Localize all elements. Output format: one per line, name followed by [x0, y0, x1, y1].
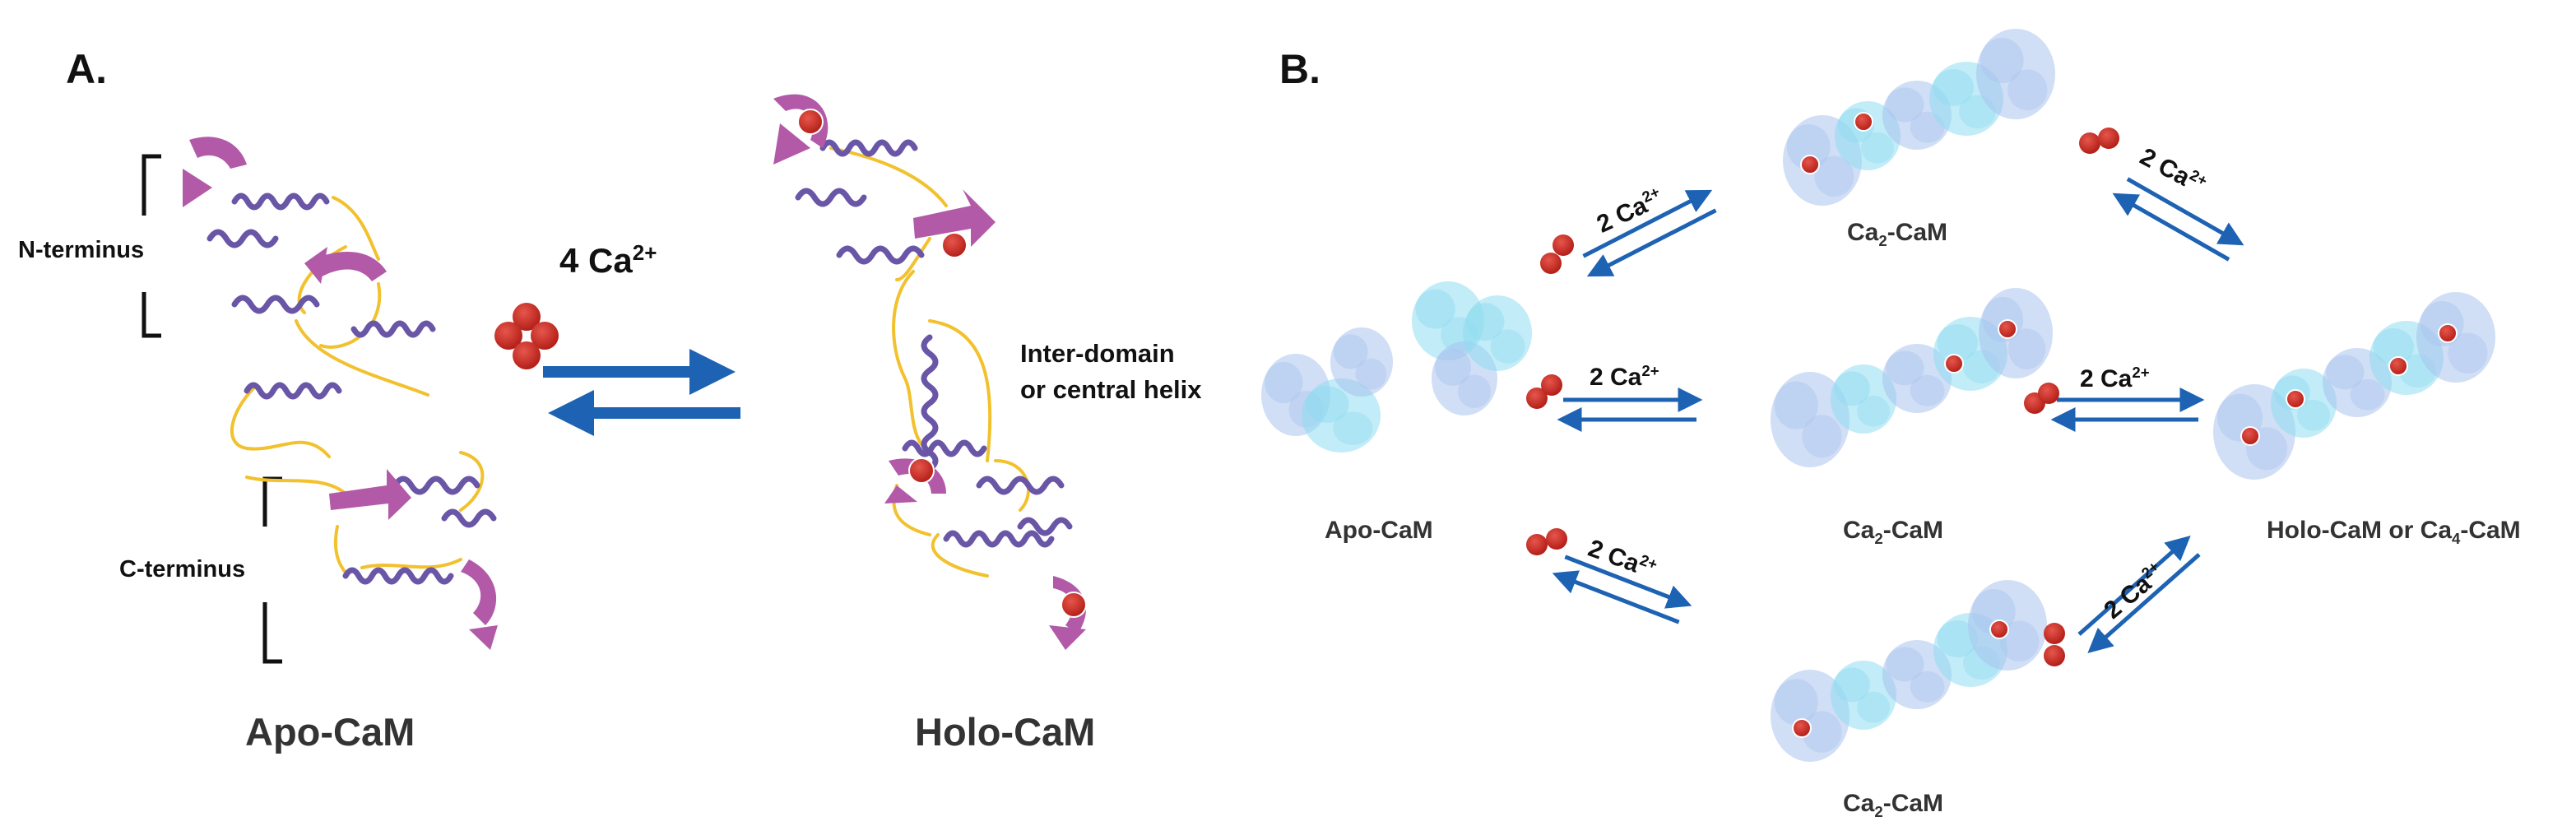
reverse-arrow: [1586, 208, 1717, 277]
calcium-ion: [2044, 645, 2065, 666]
four-calcium-label: 4 Ca2+: [559, 240, 657, 280]
bound-calcium: [2388, 356, 2408, 376]
bound-calcium: [1792, 718, 1812, 738]
ca2-cam-top: Ca2-CaM: [1847, 219, 1948, 249]
bound-calcium: [1854, 112, 1873, 132]
arrows-apo-to-ca2-top: [1582, 189, 1717, 277]
arrows-ca2-top-to-holo: [2112, 177, 2244, 262]
ca2-cam-middle: Ca2-CaM: [1843, 517, 1944, 547]
central-helix-line1: Inter-domain: [1020, 339, 1175, 368]
bound-calcium: [1989, 620, 2009, 639]
bound-calcium: [1944, 354, 1964, 374]
calcium-pair-6: [2044, 623, 2065, 666]
holo-strands: [773, 94, 1086, 650]
arrows-apo-to-ca2-middle: [1557, 388, 1703, 432]
panel-b-free-calcium: [1526, 128, 2119, 666]
calcium-ion: [1540, 253, 1562, 274]
calcium-pair-3: [1526, 528, 1567, 555]
arrows-ca2-bottom-to-holo: [2077, 536, 2201, 653]
protein-lobe: [1882, 640, 1952, 709]
holo-helices: [795, 139, 1073, 548]
holo-loops: [829, 146, 1030, 578]
holo-bound-calcium: [797, 109, 1087, 618]
reverse-arrow: [1552, 570, 1680, 624]
central-helix-label: Inter-domain or central helix: [1020, 336, 1202, 408]
apo-cam-state: Apo-CaM: [1325, 517, 1433, 544]
calcium-ion: [1546, 528, 1567, 550]
ca2-cam-middle-structure: [1771, 288, 2053, 467]
protein-lobe: [1771, 372, 1850, 467]
apo-cam-title: Apo-CaM: [245, 710, 415, 754]
arrows-ca2-middle-to-holo: [2050, 388, 2205, 432]
holo-cam-title: Holo-CaM: [915, 710, 1096, 754]
calcium-pair-4: [2079, 128, 2119, 154]
c-terminus-label: C-terminus: [119, 556, 246, 582]
apo-helices: [207, 193, 497, 585]
n-terminus-bracket: [142, 154, 161, 338]
apo-cam-structure: [1261, 281, 1532, 452]
protein-lobe: [1463, 295, 1532, 371]
panel-a-label: A.: [66, 46, 107, 92]
protein-lobe: [1831, 661, 1896, 730]
apo-holo-equilibrium-arrows: [543, 349, 740, 436]
bound-calcium: [1800, 155, 1820, 174]
calcium-cluster: [494, 303, 559, 369]
holo-cam-ribbon: [773, 94, 1087, 650]
calcium-ion: [1526, 388, 1548, 409]
protein-lobe: [1976, 29, 2055, 119]
ca2-cam-bottom: Ca2-CaM: [1843, 790, 1944, 820]
panel-b-equilibrium-arrows: [1552, 177, 2244, 653]
central-helix-line2: or central helix: [1020, 375, 1202, 404]
forward-arrow: [1582, 189, 1713, 258]
forward-arrow: [2077, 536, 2191, 636]
protein-lobe: [1330, 327, 1393, 397]
calcium-pair-5: [2024, 383, 2059, 414]
calcium-pair-2: [1526, 374, 1562, 409]
holo-cam-state: Holo-CaM or Ca4-CaM: [2267, 517, 2521, 547]
bound-calcium: [2286, 389, 2305, 409]
ca-step-label-apo-middle: 2 Ca2+: [1590, 362, 1659, 391]
protein-lobe: [1831, 364, 1896, 434]
calcium-ion: [2098, 128, 2119, 149]
reverse-arrow: [2087, 553, 2201, 653]
calcium-ion: [2044, 623, 2065, 644]
n-terminus-label: N-terminus: [18, 237, 145, 263]
calcium-ion: [1526, 534, 1548, 555]
ca-step-label-holo-middle: 2 Ca2+: [2080, 364, 2150, 392]
reverse-arrow: [2112, 193, 2230, 262]
forward-arrow: [2126, 177, 2244, 246]
protein-lobe: [1882, 344, 1952, 413]
holo-cam-structure: [2213, 292, 2495, 480]
calcium-ion: [2038, 383, 2059, 404]
panel-b-protein-structures: [1261, 29, 2495, 762]
bound-calcium: [2438, 323, 2458, 343]
ca2-cam-bottom-structure: [1771, 580, 2047, 762]
ca2-cam-top-structure: [1783, 29, 2055, 206]
bound-calcium: [2240, 426, 2260, 446]
protein-lobe: [1302, 378, 1381, 452]
calcium-ion: [1553, 234, 1574, 256]
calcium-pair-1: [1540, 234, 1574, 274]
calcium-ion: [1541, 374, 1562, 396]
apo-cam-ribbon: [183, 137, 498, 650]
c-terminus-bracket: [262, 476, 282, 664]
forward-arrow: [1564, 555, 1692, 609]
apo-strands: [183, 137, 498, 650]
calcium-ion: [2079, 132, 2100, 154]
protein-lobe: [1771, 670, 1850, 762]
panel-b-label: B.: [1279, 46, 1320, 92]
bound-calcium: [1998, 319, 2017, 339]
arrows-apo-to-ca2-bottom: [1552, 555, 1692, 624]
